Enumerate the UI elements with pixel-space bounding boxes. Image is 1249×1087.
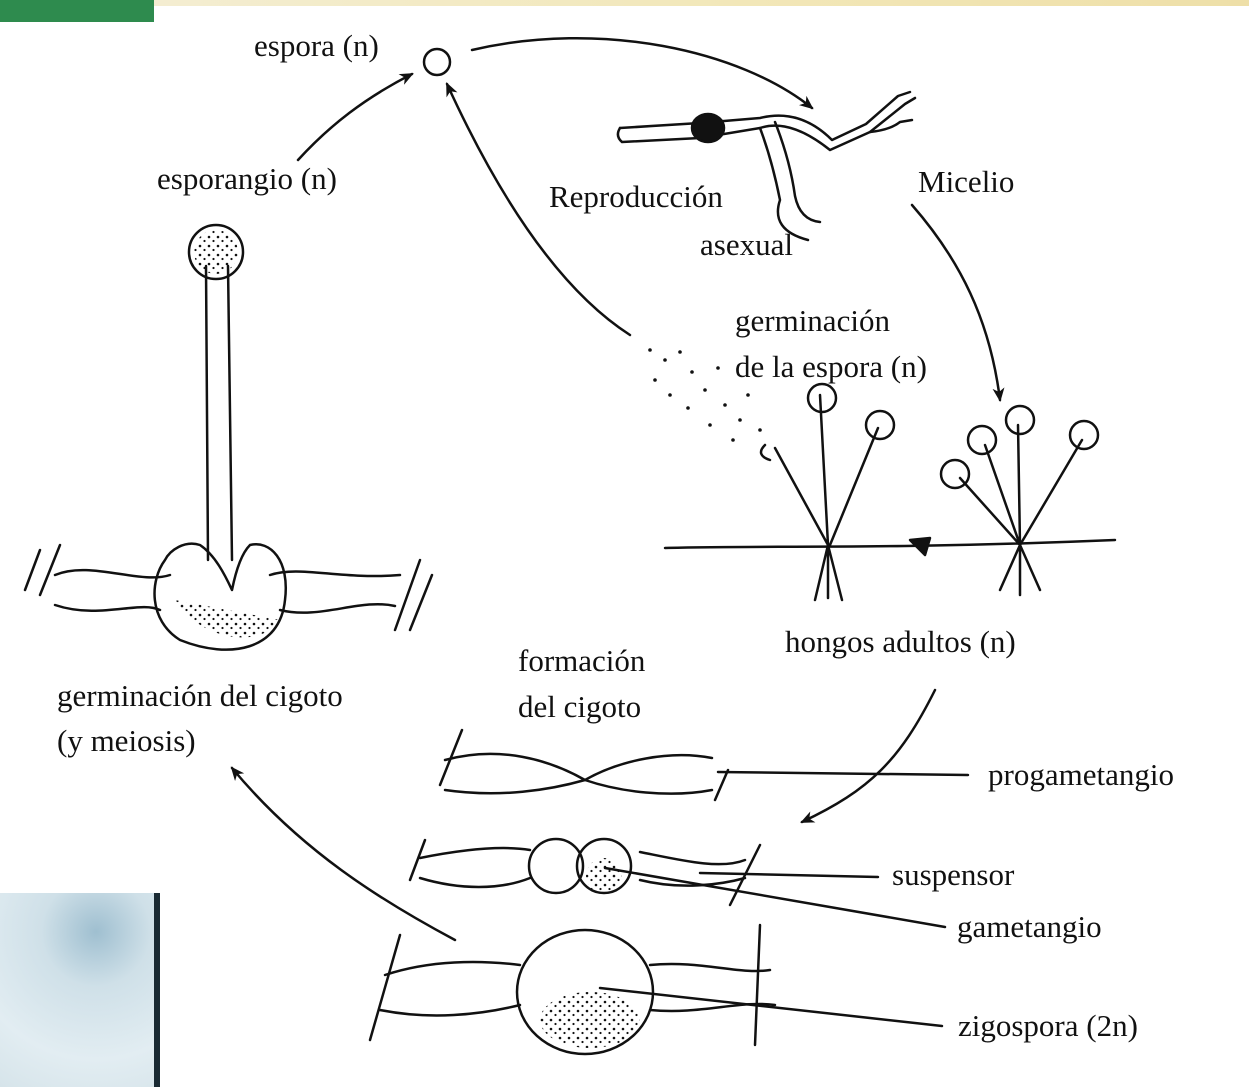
label-germinacion-espora-1: germinación bbox=[735, 302, 890, 340]
arrow-zygospore-to-germination bbox=[232, 768, 455, 940]
arrow-adults-to-zygote bbox=[802, 690, 935, 822]
label-reproduccion: Reproducción bbox=[549, 178, 723, 216]
label-suspensor: suspensor bbox=[892, 856, 1014, 894]
label-germinacion-cigoto-2: (y meiosis) bbox=[57, 722, 196, 760]
label-hongos-adultos: hongos adultos (n) bbox=[785, 623, 1016, 661]
label-gametangio: gametangio bbox=[957, 908, 1102, 946]
label-germinacion-espora-2: de la espora (n) bbox=[735, 348, 927, 386]
zygospore-drawing bbox=[370, 925, 942, 1054]
label-asexual: asexual bbox=[700, 226, 793, 264]
spore-circle bbox=[424, 49, 450, 75]
label-germinacion-cigoto-1: germinación del cigoto bbox=[57, 677, 343, 715]
label-formacion-1: formación bbox=[518, 642, 645, 680]
label-progametangio: progametangio bbox=[988, 756, 1174, 794]
mycelium-drawing bbox=[618, 92, 915, 240]
label-esporangio: esporangio (n) bbox=[157, 160, 337, 198]
gametangium-drawing bbox=[410, 839, 945, 927]
arrow-sporangium-to-spore bbox=[298, 74, 412, 160]
adult-fungi-drawing bbox=[665, 384, 1115, 600]
arrow-spore-to-mycelium bbox=[472, 38, 812, 108]
label-micelio: Micelio bbox=[918, 163, 1014, 201]
germinating-zygote-drawing bbox=[25, 225, 432, 650]
progametangium-drawing bbox=[440, 730, 968, 800]
label-formacion-2: del cigoto bbox=[518, 688, 641, 726]
label-espora: espora (n) bbox=[254, 27, 379, 65]
label-zigospora: zigospora (2n) bbox=[958, 1007, 1138, 1045]
